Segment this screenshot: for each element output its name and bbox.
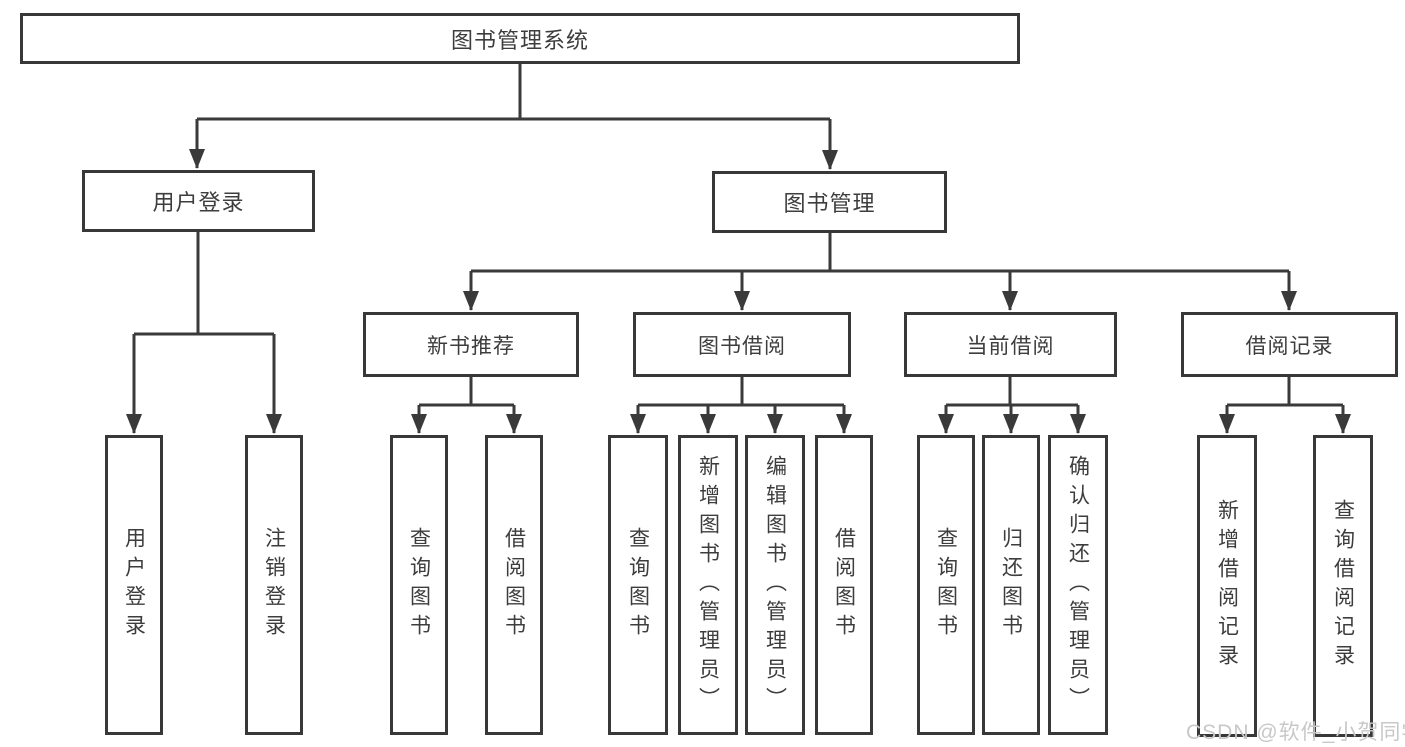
- leaf-add-books-admin-label: 新增图书（管理员）: [696, 454, 720, 716]
- watermark: CSDN @软件_小贺同学: [1186, 721, 1405, 744]
- leaf-borrow-books: 借阅图书: [815, 435, 873, 735]
- leaf-user-login-label: 用户登录: [122, 527, 146, 643]
- node-borrow-records-label: 借阅记录: [1245, 334, 1334, 358]
- leaf-add-borrow-record-label: 新增借阅记录: [1215, 499, 1239, 673]
- node-new-book-recommend: 新书推荐: [363, 312, 579, 377]
- leaf-borrow-books-label: 借阅图书: [832, 527, 856, 643]
- connector-user-login: [126, 231, 282, 434]
- leaf-search-books-borrow-label: 查询图书: [626, 527, 650, 643]
- leaf-borrow-books-recommend-label: 借阅图书: [502, 527, 526, 643]
- node-book-borrow: 图书借阅: [633, 312, 851, 377]
- leaf-add-borrow-record: 新增借阅记录: [1197, 435, 1257, 737]
- node-book-management-label: 图书管理: [783, 191, 876, 216]
- connector-book-borrow: [630, 376, 852, 434]
- node-book-borrow-label: 图书借阅: [698, 334, 786, 358]
- leaf-search-books-current-label: 查询图书: [934, 527, 958, 643]
- node-new-book-recommend-label: 新书推荐: [427, 334, 515, 358]
- node-current-borrow-label: 当前借阅: [966, 334, 1055, 358]
- connector-book-management: [463, 232, 1297, 311]
- leaf-logout: 注销登录: [245, 435, 303, 735]
- node-root-label: 图书管理系统: [450, 27, 589, 53]
- node-borrow-records: 借阅记录: [1181, 312, 1398, 377]
- leaf-return-books-label: 归还图书: [999, 527, 1023, 643]
- leaf-add-books-admin: 新增图书（管理员）: [678, 435, 738, 735]
- leaf-return-books: 归还图书: [982, 435, 1040, 735]
- node-user-login: 用户登录: [82, 170, 315, 232]
- leaf-borrow-books-recommend: 借阅图书: [485, 435, 543, 735]
- node-root: 图书管理系统: [20, 13, 1020, 64]
- leaf-user-login: 用户登录: [105, 435, 163, 735]
- connector-root: [189, 63, 838, 170]
- leaf-search-borrow-record-label: 查询借阅记录: [1331, 499, 1355, 673]
- leaf-search-books-recommend: 查询图书: [390, 435, 448, 735]
- connector-borrow-records: [1219, 376, 1351, 434]
- connector-new-book-recommend: [411, 376, 522, 434]
- node-current-borrow: 当前借阅: [904, 312, 1117, 377]
- leaf-search-books-current: 查询图书: [917, 435, 975, 735]
- connector-current-borrow: [938, 376, 1086, 434]
- leaf-edit-books-admin-label: 编辑图书（管理员）: [763, 454, 787, 716]
- leaf-logout-label: 注销登录: [262, 527, 286, 643]
- leaf-confirm-return-admin: 确认归还（管理员）: [1048, 435, 1108, 735]
- node-user-login-label: 用户登录: [152, 190, 245, 215]
- leaf-search-books-borrow: 查询图书: [608, 435, 668, 735]
- leaf-edit-books-admin: 编辑图书（管理员）: [745, 435, 805, 735]
- leaf-search-books-recommend-label: 查询图书: [407, 527, 431, 643]
- leaf-confirm-return-admin-label: 确认归还（管理员）: [1066, 454, 1090, 716]
- node-book-management: 图书管理: [712, 171, 947, 233]
- leaf-search-borrow-record: 查询借阅记录: [1313, 435, 1373, 737]
